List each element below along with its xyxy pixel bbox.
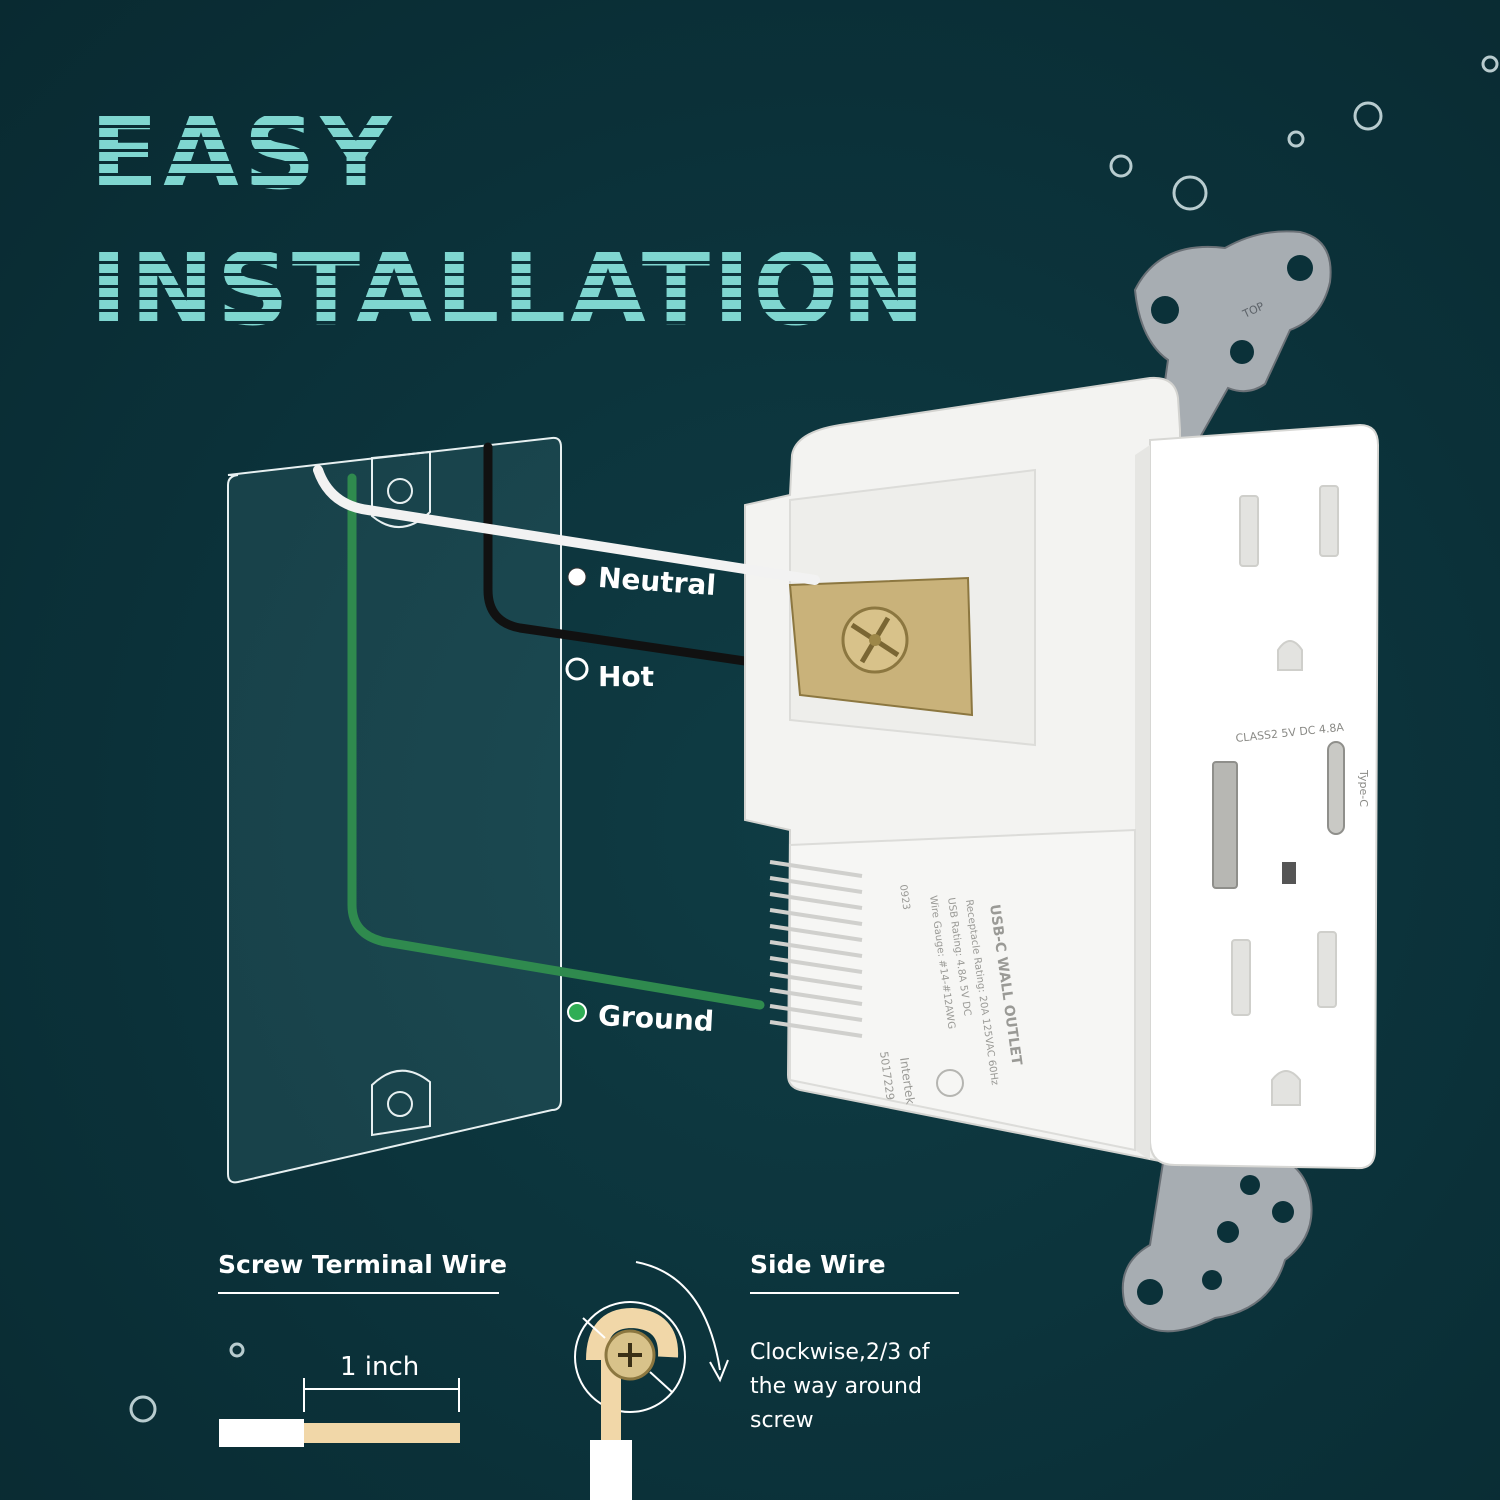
headline-installation: INSTALLATION <box>90 231 928 348</box>
bubble-icon <box>229 1342 245 1358</box>
stripped-copper <box>304 1423 460 1443</box>
section-divider <box>750 1292 959 1294</box>
receptacle-slot <box>1317 931 1337 1008</box>
side-wire-instruction: Clockwise,2/3 of the way around screw <box>750 1340 930 1433</box>
bubble-icon <box>1353 101 1383 131</box>
neutral-bullet-icon <box>567 567 587 587</box>
mounting-strap-bottom <box>1121 1146 1313 1333</box>
hot-wire <box>483 442 777 670</box>
receptacle-slot <box>1319 485 1339 557</box>
neutral-wire <box>313 465 820 585</box>
usb-a-port <box>1212 761 1238 889</box>
section-divider <box>218 1292 499 1294</box>
clockwise-arrow-icon <box>635 1261 721 1371</box>
bubble-icon <box>1109 154 1133 178</box>
ground-label: Ground <box>597 998 715 1039</box>
strip-length-diagram <box>219 1378 460 1447</box>
bubble-icon <box>1172 175 1208 211</box>
outlet-body: CLASS2 5V DC 4.8A Type-C USB-C WALL OUTL… <box>744 376 1380 1170</box>
svg-text:0923: 0923 <box>897 884 911 911</box>
screw-terminal <box>788 576 974 717</box>
wire-insulation <box>219 1419 304 1447</box>
cert-mark-icon <box>936 1069 964 1097</box>
receptacle-slot <box>1239 495 1259 567</box>
bubble-icon <box>1481 55 1499 73</box>
bubble-icon <box>129 1395 157 1423</box>
screw-terminal-title: Screw Terminal Wire <box>218 1250 507 1279</box>
ground-bullet-icon <box>567 1002 587 1022</box>
receptacle-slot <box>1231 939 1251 1016</box>
wall-box-plate <box>227 436 562 1184</box>
bubble-decorations <box>129 55 1499 1423</box>
strip-length-label: 1 inch <box>340 1352 420 1382</box>
side-wire-title: Side Wire <box>750 1250 886 1279</box>
svg-text:Type-C: Type-C <box>1357 769 1370 807</box>
bubble-icon <box>1287 130 1305 148</box>
ground-hole <box>1271 1070 1301 1106</box>
headline-easy: EASY <box>90 95 397 212</box>
hot-label: Hot <box>598 660 655 693</box>
hot-bullet-icon <box>565 657 589 681</box>
mounting-strap-top: TOP <box>1133 230 1332 457</box>
svg-text:Intertek: Intertek <box>897 1056 917 1105</box>
screw-icon <box>869 634 881 646</box>
ground-hole <box>1277 640 1303 671</box>
ground-wire <box>347 473 765 1010</box>
wire-insulation <box>590 1440 632 1500</box>
side-wire-diagram <box>574 1261 729 1500</box>
indicator-light <box>1282 862 1296 884</box>
usb-c-port <box>1327 741 1345 835</box>
